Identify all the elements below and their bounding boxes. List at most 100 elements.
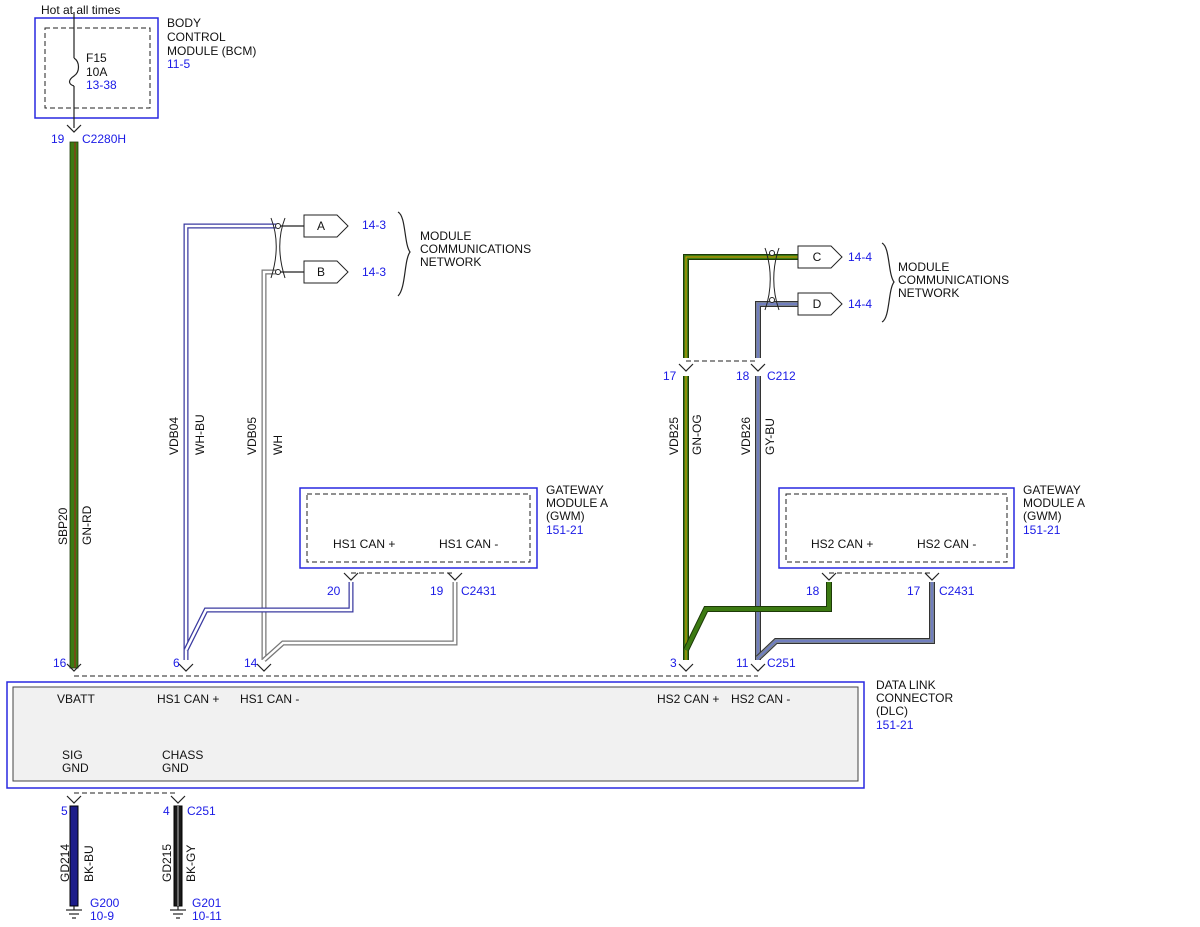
wire-gd215-circuit: GD215 [160,844,174,882]
tag-b-ref: 14-3 [362,265,386,279]
dlc-chass-gnd-1: CHASS [162,748,203,762]
c212-pin17-chevron-icon [678,363,694,372]
tag-d-letter: D [813,297,822,311]
gwm-right-ref: 151-21 [1023,523,1061,537]
gwm-left-name-2: MODULE A [546,496,608,510]
network-left-brace [397,211,411,297]
wire-vdb26-gwm-branch-tracer [757,582,933,659]
ground-g200-id: G200 [90,896,120,910]
wire-vdb25-circuit: VDB25 [667,417,681,455]
wire-vdb26-circuit: VDB26 [739,417,753,455]
gwm-left-connector: C2431 [461,584,497,598]
dlc-sig-gnd-1: SIG [62,748,83,762]
gwm-left-pin-minus: 19 [430,584,444,598]
c212-connector: C212 [767,369,796,383]
twisted-pair-right-icon [764,247,771,311]
network-left-label-3: NETWORK [420,255,481,269]
wire-vdb26-upper [756,302,798,358]
dlc-pin-14: 14 [244,656,258,670]
tag-c-ref: 14-4 [848,250,872,264]
wire-vdb25-upper-tracer [685,256,798,358]
wire-vdb26-upper-tracer [757,303,798,358]
tag-a-ref: 14-3 [362,218,386,232]
twisted-pair-left-icon-b [279,217,286,279]
c2280h-pin-number: 19 [51,132,65,146]
dlc-chass-gnd-2: GND [162,761,189,775]
gwm-right-pin-minus: 17 [907,584,921,598]
tag-a-letter: A [317,219,325,233]
dlc-pin-16: 16 [53,656,67,670]
dlc-pin-5: 5 [61,804,68,818]
gwm-right-name-2: MODULE A [1023,496,1085,510]
wire-vdb05-inner [262,270,278,660]
dlc-pin-6: 6 [173,656,180,670]
splice-a-icon [275,223,281,229]
dlc-label-hs1-minus: HS1 CAN - [240,692,299,706]
wire-gd215-color: BK-GY [184,845,198,882]
dlc-bottom-connector: C251 [187,804,216,818]
gwm-left-pin-plus: 20 [327,584,341,598]
gwm-left-hs1-plus-label: HS1 CAN + [333,537,395,551]
wire-sbp20 [69,141,79,669]
dlc-pin16-chevron-icon [66,663,82,672]
wire-vdb26-upper-outer [755,301,798,358]
wire-sbp20-circuit: SBP20 [56,507,70,545]
tag-b-letter: B [317,265,325,279]
network-right-label-2: COMMUNICATIONS [898,273,1009,287]
dlc-label-hs2-plus: HS2 CAN + [657,692,719,706]
gwm-left-ref: 151-21 [546,523,584,537]
tag-a-flag [303,214,349,238]
dlc-pin-11: 11 [736,656,749,670]
wire-vdb04-gwm-branch-inner [184,582,353,651]
bcm-module-box [34,17,159,119]
ground-g201-icon [170,906,186,919]
wire-vdb05-circuit: VDB05 [245,417,259,455]
wire-vdb04-circuit: VDB04 [167,417,181,455]
dlc-pin14-chevron-icon [256,663,272,672]
gwm-right-pin17-chevron-icon [924,572,940,581]
dlc-name-1: DATA LINK [876,678,936,692]
gwm-right-pin18-chevron-icon [821,572,837,581]
wire-vdb26-gwm-branch-outer [755,582,935,661]
wire-vdb25-color: GN-OG [690,414,704,455]
c212-pin18-chevron-icon [750,363,766,372]
dlc-name-3: (DLC) [876,704,908,718]
splice-d-icon [769,297,775,303]
gwm-right-hs2-plus-label: HS2 CAN + [811,537,873,551]
gwm-right-connector: C2431 [939,584,975,598]
twisted-pair-left-icon [270,217,277,279]
gwm-left-name-1: GATEWAY [546,483,604,497]
wire-gd214-color: BK-BU [82,845,96,882]
bcm-name-line-2: CONTROL [167,30,226,44]
dlc-pin11-chevron-icon [750,663,766,672]
gwm-right-name-1: GATEWAY [1023,483,1081,497]
bcm-name-line-3: MODULE (BCM) [167,44,256,58]
wire-vdb04-color: WH-BU [193,414,207,455]
ground-g201-ref: 10-11 [192,909,222,923]
wire-vdb26-gwm-branch [756,582,934,660]
dlc-name-2: CONNECTOR [876,691,953,705]
fuse-ref: 13-38 [86,78,117,92]
dlc-label-hs1-plus: HS1 CAN + [157,692,219,706]
dlc-label-vbatt: VBATT [57,692,95,706]
tag-c-letter: C [813,250,822,264]
gwm-left-pin19-chevron-icon [447,572,463,581]
dlc-pin-4: 4 [163,804,170,818]
gwm-left-module-box [299,487,538,569]
tag-d-ref: 14-4 [848,297,872,311]
bcm-ref: 11-5 [167,57,190,71]
dlc-pin4-chevron-icon [170,795,186,804]
wire-vdb25-gwm-branch [684,582,831,651]
twisted-pair-right-icon-b [773,247,780,311]
dlc-pin5-chevron-icon [66,795,82,804]
c212-pin-a: 17 [663,369,677,383]
tag-c-flag [797,245,843,269]
wire-vdb04-inner [184,224,278,660]
gwm-left-hs1-minus-label: HS1 CAN - [439,537,498,551]
bcm-inner-dashed-box [44,27,151,109]
network-right-brace [881,242,895,323]
wire-vdb25-upper [684,255,798,358]
wire-sbp20-color: GN-RD [80,505,94,545]
dlc-pin-3: 3 [670,656,677,670]
dlc-pin6-chevron-icon [178,663,194,672]
